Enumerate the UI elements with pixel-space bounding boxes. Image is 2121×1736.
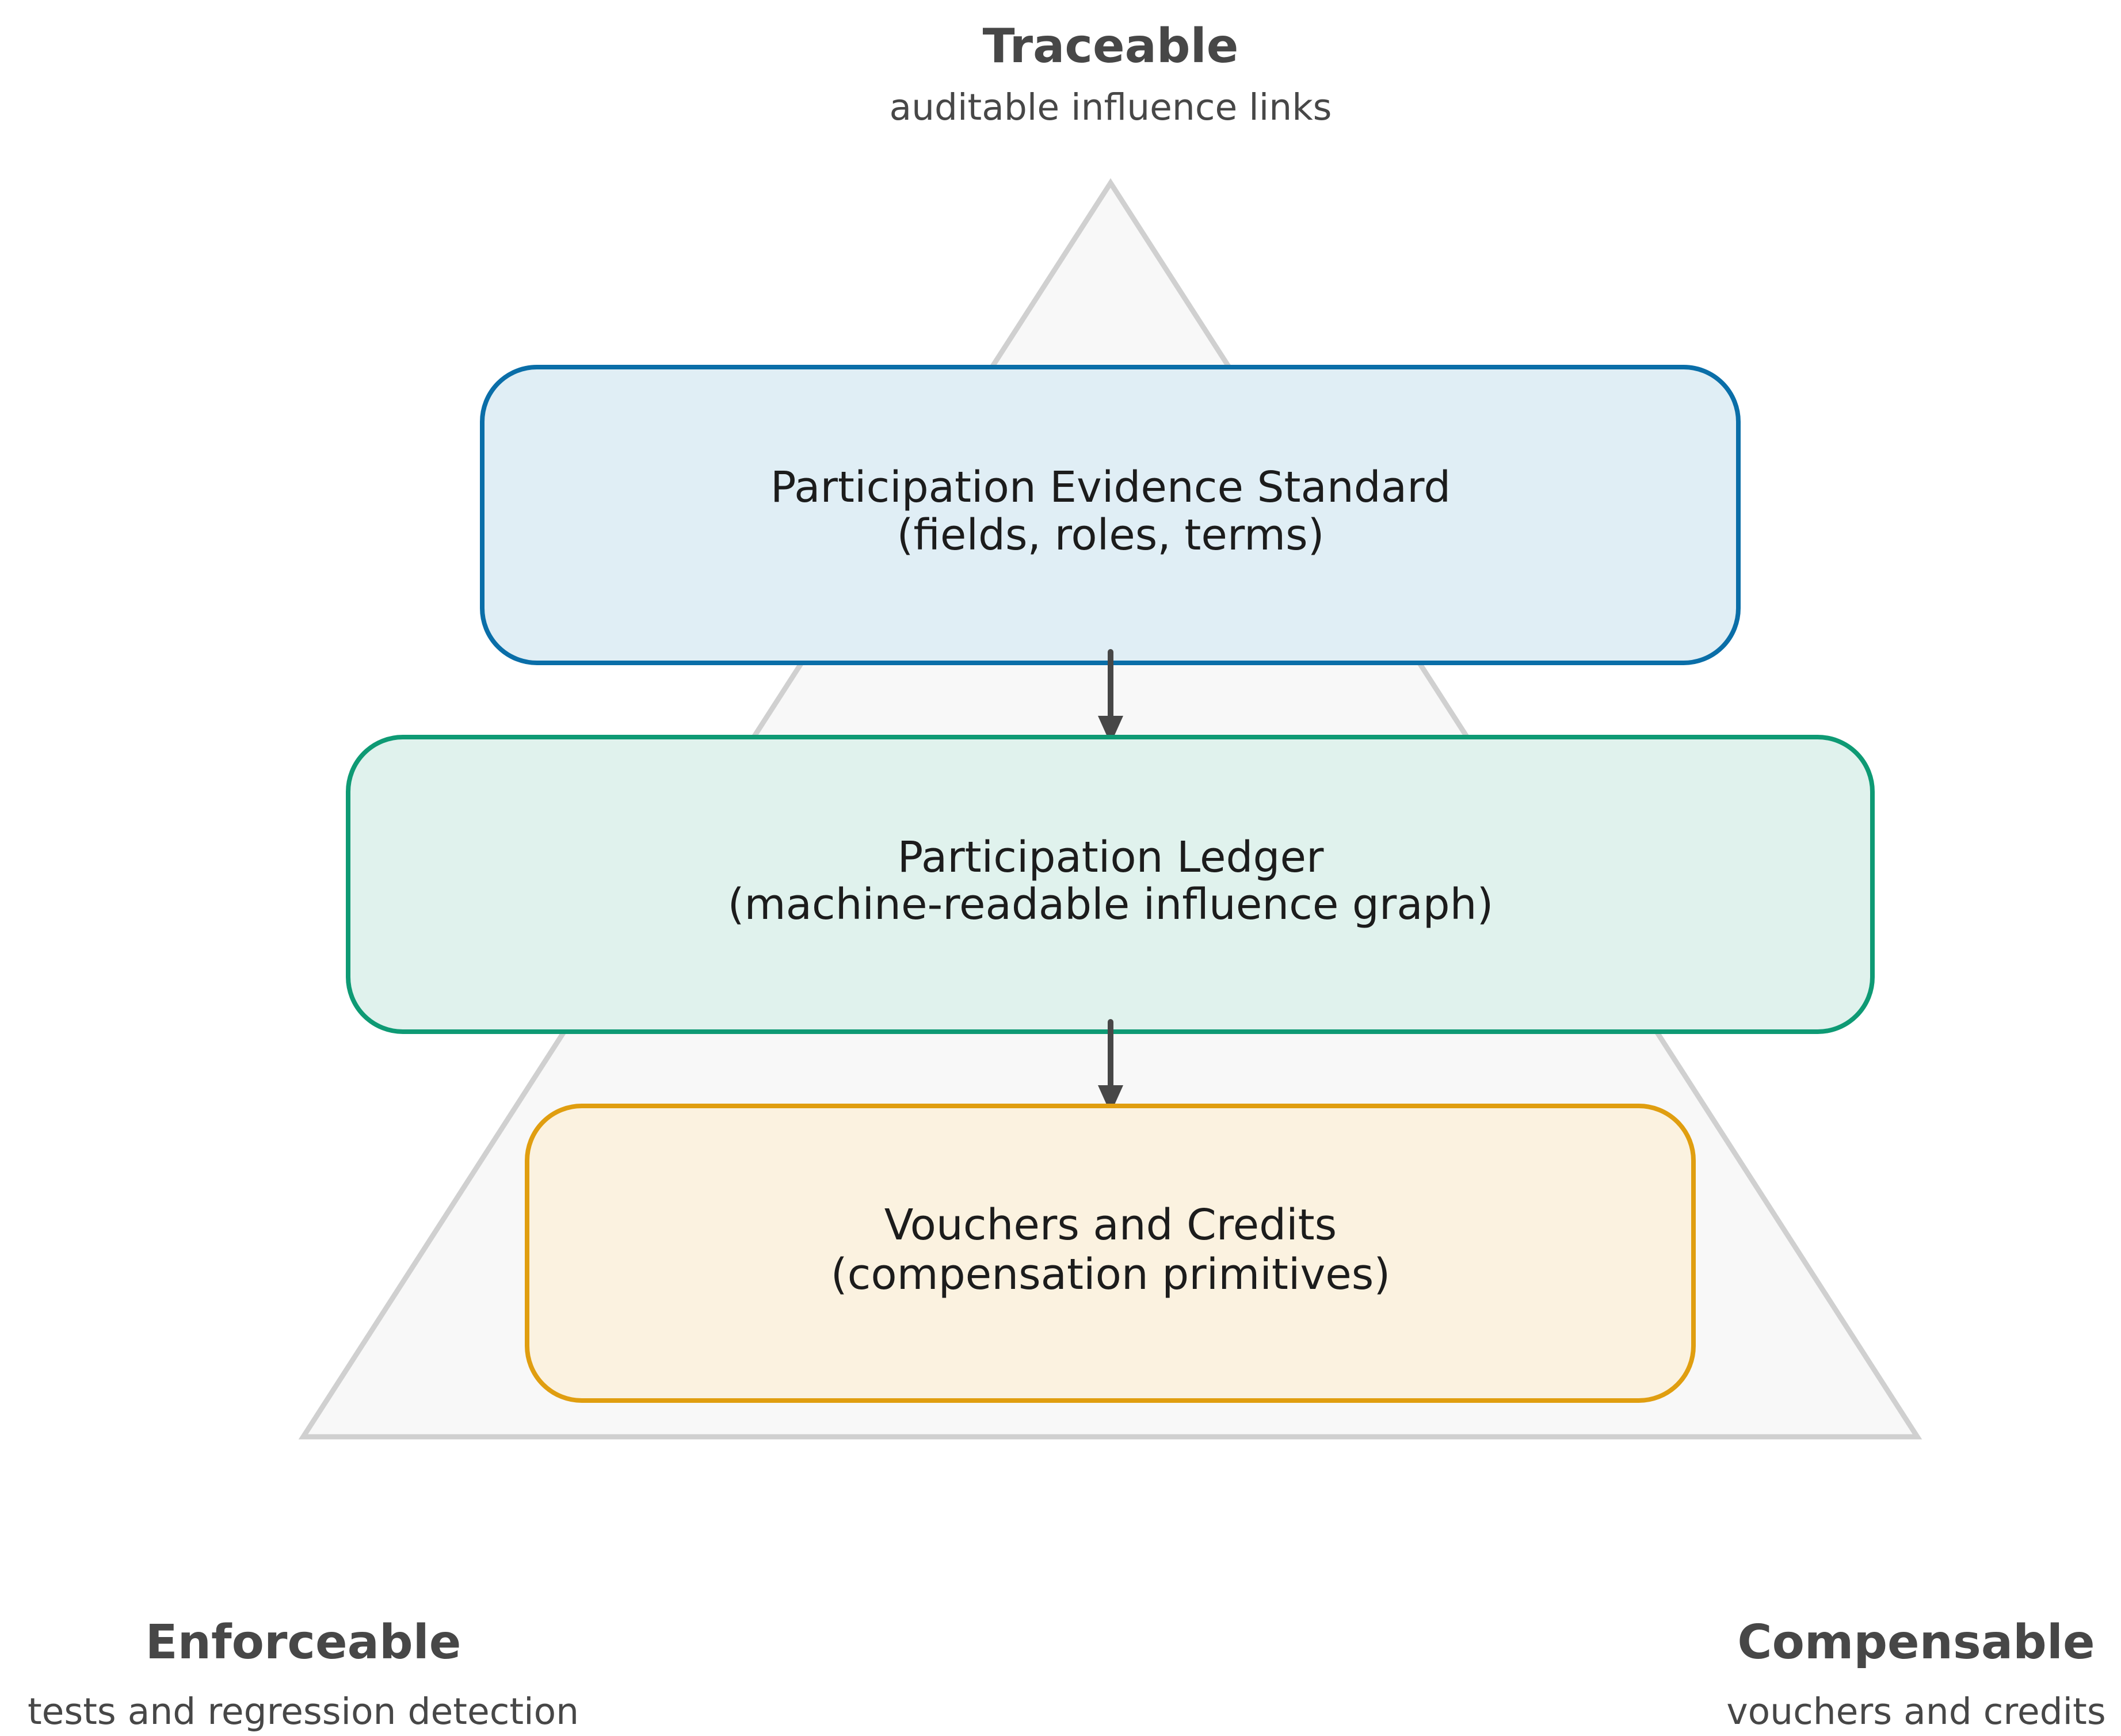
vertex-compensable-title: Compensable [1737,1615,2095,1670]
layer-vouchers-title: Vouchers and Credits [884,1200,1337,1250]
vertex-enforceable-title: Enforceable [146,1615,461,1670]
layer-vouchers-box [525,1104,1696,1403]
vertex-compensable-subtitle: vouchers and credits [1726,1691,2105,1733]
vertex-enforceable-subtitle: tests and regression detection [28,1691,579,1733]
layer-vouchers-subtitle: (compensation primitives) [831,1250,1390,1299]
arrow-standard-to-ledger [1098,649,1123,744]
arrow-ledger-to-vouchers [1098,1019,1123,1113]
layer-ledger-subtitle: (machine-readable influence graph) [728,880,1494,929]
vertex-traceable-subtitle: auditable influence links [889,86,1332,128]
layer-evidence-standard-title: Participation Evidence Standard [770,463,1451,512]
vertex-traceable-title: Traceable [983,19,1239,74]
layer-evidence-standard-subtitle: (fields, roles, terms) [897,510,1324,560]
layer-ledger-title: Participation Ledger [898,833,1324,882]
